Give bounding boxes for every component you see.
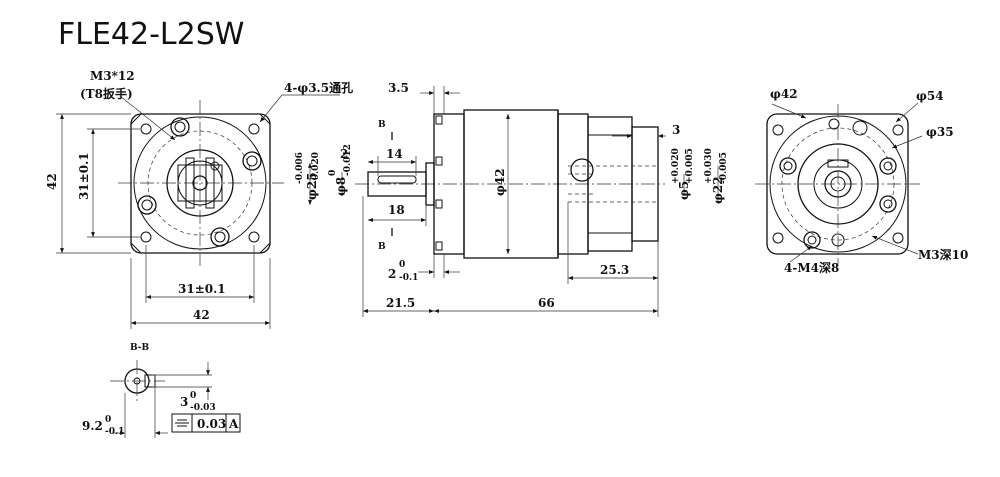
side-dim-shaft-dia: φ8 [334, 177, 348, 196]
side-dim-pilot-tol-upper: -0.006 [295, 152, 305, 184]
tolerance-value: 0.03 [197, 417, 226, 431]
side-dim-input-pilot-tol-upper: +0.030 [704, 148, 714, 184]
front-view: M3*12 (T8扳手) 4-φ3.5通孔 42 31±0.1 31±0.1 4… [45, 69, 353, 329]
rear-dim-pcd: φ35 [926, 125, 954, 139]
side-dim-input-depth: 25.3 [600, 263, 629, 277]
side-dim-key-offset: 2 [340, 147, 348, 161]
front-callout-screw: M3*12 [90, 69, 135, 83]
side-dim-flange-offset: 3.5 [388, 81, 409, 95]
side-dim-shaft-length: 18 [388, 203, 405, 217]
side-dim-body-dia: φ42 [493, 168, 507, 196]
side-dim-flange-tol-lower: -0.1 [399, 273, 418, 283]
front-dim-width: 42 [193, 308, 210, 322]
side-dim-shaft-tol-upper: 0 [328, 170, 338, 176]
section-dim-key-height-tol-upper: 0 [105, 415, 111, 425]
section-dim-key-tol-lower: -0.03 [190, 403, 216, 413]
side-shaft-key [377, 175, 417, 184]
rear-view: φ42 φ54 φ35 4-M4深8 M3深10 [755, 87, 968, 275]
side-view: 3.5 B B 2 14 18 φ25 -0.006 -0.020 φ8 0 -… [295, 81, 729, 317]
front-dim-pcd-vertical: 31±0.1 [77, 152, 91, 200]
side-dim-input-bore: φ5 [677, 181, 691, 200]
side-section-mark-bottom: B [378, 242, 386, 252]
side-dim-total-length: 66 [538, 296, 555, 310]
side-dim-input-step: 3 [672, 123, 680, 137]
section-dim-key-width: 3 [180, 395, 188, 409]
front-callout-holes: 4-φ3.5通孔 [284, 80, 353, 95]
side-dim-input-bore-tol-lower: +0.005 [685, 148, 695, 184]
rear-screws [779, 118, 897, 249]
front-dim-pcd-horizontal: 31±0.1 [178, 282, 226, 296]
front-screws [137, 117, 262, 247]
front-callout-wrench: (T8扳手) [80, 86, 133, 101]
side-dim-flange-tol-upper: 0 [399, 260, 405, 270]
rear-dim-outer: φ42 [770, 87, 798, 101]
side-dim-shaft-tol-lower: -0.012 [343, 144, 353, 176]
side-dim-input-pilot-tol-lower: -0.005 [719, 152, 729, 184]
side-dim-input-pilot: φ22 [711, 176, 725, 204]
side-dim-key-length: 14 [386, 147, 403, 161]
section-title: B-B [130, 343, 150, 353]
side-dim-pilot-tol-lower: -0.020 [311, 152, 321, 184]
section-view: B-B 3 0 -0.03 9.2 0 -0.1 0.03 A [82, 343, 241, 438]
front-flange-square [130, 113, 271, 254]
section-dim-key-tol-upper: 0 [190, 391, 196, 401]
front-through-holes [140, 123, 260, 243]
side-section-mark-top: B [378, 120, 386, 130]
rear-callout-clamp: M3深10 [918, 247, 968, 262]
section-dim-key-height-tol-lower: -0.1 [105, 427, 124, 437]
drawing-title: FLE42-L2SW [58, 17, 244, 52]
rear-dim-square: φ54 [916, 89, 944, 103]
side-dim-pilot-dia: φ25 [305, 172, 319, 200]
rear-callout-holes: 4-M4深8 [784, 260, 839, 275]
tolerance-frame: 0.03 A [171, 413, 241, 433]
section-dim-key-height: 9.2 [82, 419, 103, 433]
tolerance-datum: A [228, 417, 239, 431]
side-dim-output-length: 21.5 [386, 296, 415, 310]
side-clamp-screw [570, 158, 594, 182]
front-dim-height: 42 [45, 173, 59, 190]
side-dim-input-bore-tol-upper: +0.020 [671, 148, 681, 184]
side-dim-flange-thickness: 2 [388, 267, 396, 281]
